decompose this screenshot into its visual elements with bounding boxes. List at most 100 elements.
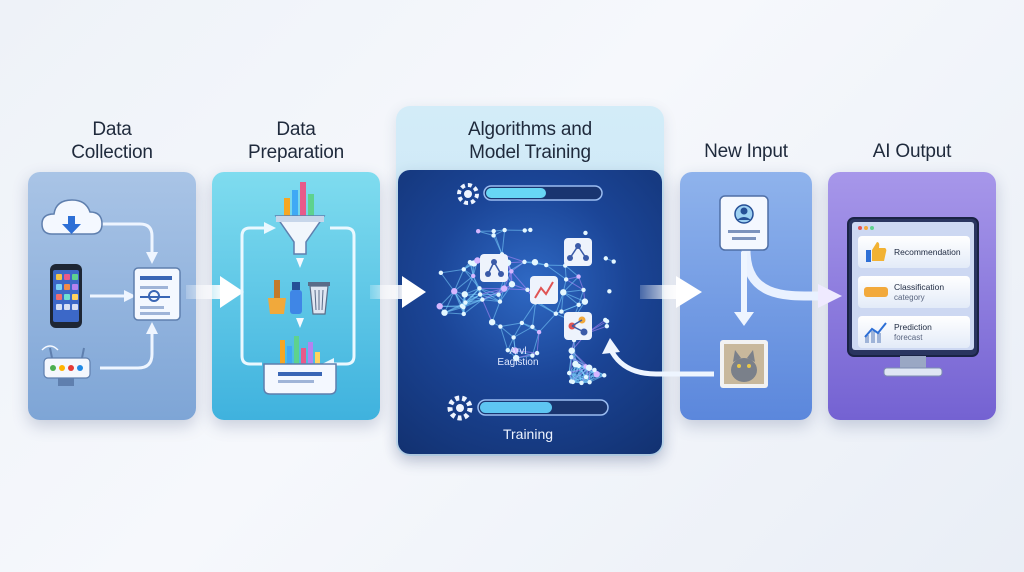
brain-edge (499, 283, 513, 302)
brain-edge (491, 301, 501, 323)
brain-edge (500, 322, 522, 328)
brain-edge (560, 292, 564, 312)
brain-node (451, 288, 458, 295)
brain-node (461, 304, 466, 310)
stage-title-line: AI Output (872, 141, 952, 162)
output-title: Prediction (894, 322, 932, 332)
stage-title-model-training: Algorithms and Model Training (396, 118, 664, 164)
brain-node (534, 350, 540, 356)
brain-edge (531, 302, 537, 327)
funnel-icon (274, 215, 326, 255)
gear-icon (447, 395, 473, 421)
brain-node (587, 379, 592, 385)
hierarchy-card-icon (564, 238, 592, 266)
brain-edge (572, 369, 595, 383)
brain-edge (589, 374, 605, 383)
stage-title-line: Algorithms and (468, 119, 592, 140)
brain-node (477, 292, 483, 297)
brain-node (512, 347, 519, 354)
spray-bottle-icon (290, 282, 302, 314)
brain-node (436, 303, 443, 310)
output-title: Classification (894, 282, 945, 292)
arrow-input-to-output (741, 249, 842, 308)
brain-edge (536, 332, 540, 354)
brain-edge (453, 275, 474, 292)
brain-edge (513, 326, 533, 338)
brain-edge (565, 278, 584, 291)
new-input-graphics (602, 195, 769, 388)
flow-lines (90, 222, 154, 370)
brain-node (579, 380, 584, 386)
output-card-recommendation: Recommendation (858, 236, 970, 268)
brain-edge (439, 290, 455, 307)
brain-edge (555, 292, 564, 314)
brain-edge (513, 322, 523, 338)
brain-edge (464, 275, 474, 295)
brain-edge (478, 230, 494, 236)
document-icon (133, 267, 181, 321)
brain-edge (563, 291, 586, 303)
brain-node (559, 309, 564, 314)
trend-chart-icon (864, 322, 887, 343)
output-card-classification: Classification category (858, 276, 970, 308)
brain-edge (500, 326, 514, 338)
brain-node (602, 373, 607, 378)
brain-node (519, 320, 525, 326)
brain-edge (562, 291, 579, 306)
brain-edge (507, 337, 515, 351)
cloud-download-icon (41, 199, 103, 235)
brain-edge (465, 287, 480, 303)
brain-node (500, 285, 508, 292)
brain-edge (465, 293, 481, 303)
trash-bin-icon (308, 282, 330, 315)
sorted-bars-icon (280, 336, 320, 368)
data-collection-graphics (41, 199, 181, 386)
brain-edge (563, 289, 584, 293)
brain-node (583, 230, 588, 236)
output-title: Recommendation (894, 247, 961, 257)
brain-edge (499, 326, 509, 351)
brain-node (553, 311, 559, 316)
data-preparation-graphics (240, 182, 356, 395)
brain-edge (564, 265, 567, 280)
brain-node (583, 374, 589, 380)
network-card-icon (480, 254, 508, 282)
brain-node (512, 354, 520, 362)
stage-title-line: Preparation (247, 142, 345, 163)
brain-node (593, 370, 600, 378)
progress-bar-top (483, 185, 603, 201)
molecule-card-icon (564, 312, 592, 340)
brain-edge (521, 302, 537, 324)
brain-node (522, 228, 527, 233)
brain-edge (515, 350, 538, 354)
arrow-collection-to-preparation (186, 276, 244, 308)
brain-node (497, 299, 503, 304)
brain-node (563, 277, 569, 282)
brain-node (496, 292, 501, 297)
brush-icon (268, 280, 286, 314)
brain-edge (568, 356, 572, 374)
stage-title-ai-output: AI Output (828, 140, 996, 163)
brain-node (477, 286, 482, 291)
brain-node (461, 267, 466, 272)
brain-label: Arvl Eagistion (478, 346, 558, 368)
brain-node (611, 259, 616, 264)
brain-node (461, 311, 466, 317)
brain-node (475, 229, 481, 234)
stage-title-line: Data (92, 119, 132, 140)
brain-node (607, 289, 612, 294)
stage-title-line: Data (276, 119, 316, 140)
brain-node (488, 318, 496, 326)
brain-label-line: Arvl (509, 346, 527, 357)
brain-node (568, 347, 575, 354)
brain-edge (479, 293, 501, 303)
output-subtitle: category (894, 293, 925, 302)
brain-edge (463, 299, 483, 308)
line-chart-card-icon (530, 276, 558, 304)
brain-node (530, 353, 535, 358)
brain-node (522, 259, 527, 265)
brain-node (576, 302, 581, 308)
brain-edge (538, 313, 557, 333)
brain-edge (578, 276, 584, 291)
brain-node (572, 360, 579, 368)
